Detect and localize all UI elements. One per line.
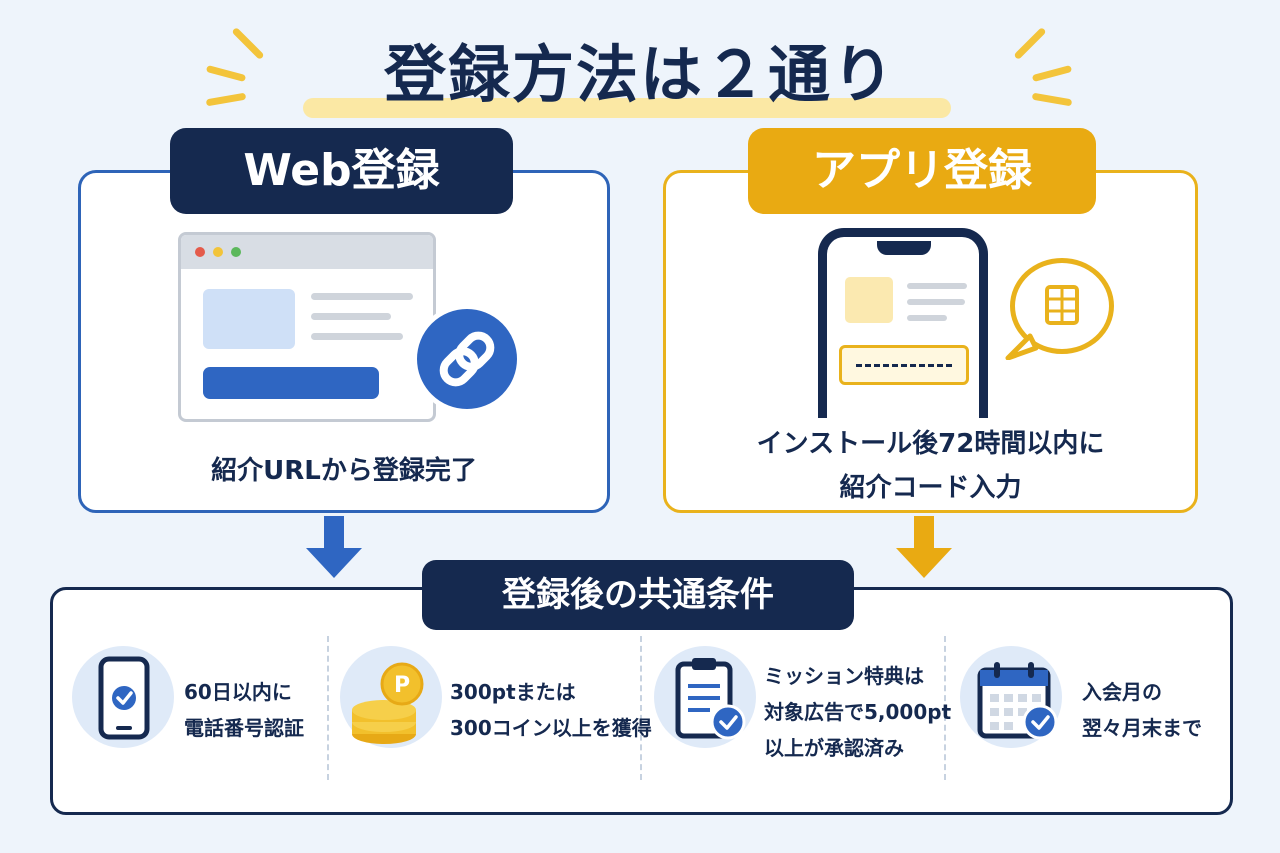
browser-text-line	[311, 313, 391, 320]
phone-check-icon	[98, 656, 150, 740]
condition-text: 300ptまたは 300コイン以上を獲得	[450, 674, 652, 746]
condition-separator	[640, 636, 642, 780]
svg-text:P: P	[394, 673, 410, 698]
condition-text-line: 翌々月末まで	[1082, 716, 1202, 740]
condition-text-line: 300コイン以上を獲得	[450, 716, 652, 740]
condition-item-deadline: 入会月の 翌々月末まで	[960, 640, 1220, 790]
web-down-arrow-icon	[306, 516, 362, 578]
browser-title-bar	[181, 235, 433, 269]
app-caption-line-1: インストール後72時間以内に	[756, 429, 1105, 459]
condition-text-line: 対象広告で5,000pt	[764, 700, 952, 724]
browser-dot-green	[231, 247, 241, 257]
link-icon	[412, 304, 522, 414]
speech-bubble-tail	[1005, 333, 1039, 360]
title-highlight	[303, 98, 951, 118]
condition-text-line: 60日以内に	[184, 680, 292, 704]
common-conditions-label: 登録後の共通条件	[422, 560, 854, 630]
app-down-arrow-icon	[896, 516, 952, 578]
browser-image-block	[203, 289, 295, 349]
browser-text-line	[311, 333, 403, 340]
title-area: 登録方法は２通り	[0, 18, 1280, 118]
smartphone-icon	[818, 228, 988, 418]
condition-item-mission: ミッション特典は 対象広告で5,000pt 以上が承認済み	[654, 640, 951, 790]
phone-image-block	[845, 277, 893, 323]
condition-separator	[327, 636, 329, 780]
condition-text-line: 以上が承認済み	[764, 736, 904, 760]
browser-text-line	[311, 293, 413, 300]
web-caption: 紹介URLから登録完了	[211, 456, 477, 486]
app-registration-label: アプリ登録	[748, 128, 1096, 214]
condition-item-points: P 300ptまたは 300コイン以上を獲得	[340, 640, 652, 790]
browser-window-icon	[178, 232, 436, 422]
condition-text-line: 入会月の	[1082, 680, 1162, 704]
calendar-check-icon	[977, 662, 1058, 740]
app-caption: インストール後72時間以内に 紹介コード入力	[663, 422, 1198, 510]
browser-dot-red	[195, 247, 205, 257]
condition-item-phone-verification: 60日以内に 電話番号認証	[72, 640, 322, 790]
phone-text-line	[907, 315, 947, 321]
condition-text: 60日以内に 電話番号認証	[184, 674, 304, 746]
condition-text-line: 電話番号認証	[184, 716, 304, 740]
condition-text-line: 300ptまたは	[450, 680, 576, 704]
condition-text-line: ミッション特典は	[764, 664, 924, 688]
browser-dot-yellow	[213, 247, 223, 257]
phone-text-line	[907, 283, 967, 289]
page-title: 登録方法は２通り	[383, 38, 896, 111]
coin-stack-icon: P	[352, 662, 424, 744]
code-input-field-icon	[839, 345, 969, 385]
condition-text: ミッション特典は 対象広告で5,000pt 以上が承認済み	[764, 658, 951, 766]
web-registration-label: Web登録	[170, 128, 513, 214]
phone-notch	[877, 241, 931, 255]
clipboard-check-icon	[675, 658, 746, 740]
browser-button-block	[203, 367, 379, 399]
app-caption-line-2: 紹介コード入力	[839, 473, 1022, 503]
condition-separator	[944, 636, 946, 780]
phone-text-line	[907, 299, 965, 305]
condition-text: 入会月の 翌々月末まで	[1082, 674, 1202, 746]
